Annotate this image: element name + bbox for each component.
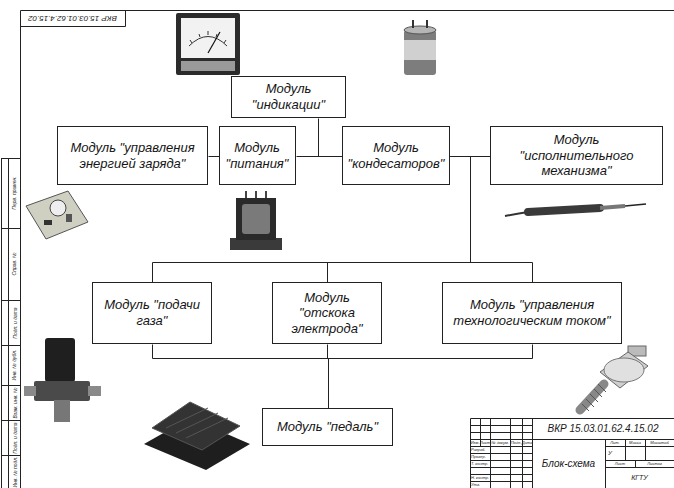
ammeter-base xyxy=(181,61,235,71)
connector-line xyxy=(319,119,343,157)
module-name: Модуль "питания" xyxy=(224,140,291,171)
transformer-core xyxy=(236,198,276,240)
title-block-cell: Изм. xyxy=(471,441,480,445)
module-box: Модуль "индикации" xyxy=(231,76,346,117)
title-block-cell: Т. контр. xyxy=(471,462,488,466)
board-component xyxy=(66,214,72,222)
valve-fitting xyxy=(54,400,70,422)
board-knob xyxy=(50,200,66,216)
thyristor-thread xyxy=(582,384,606,411)
title-block-cell: № докум. xyxy=(491,441,509,445)
valve-body xyxy=(34,381,90,401)
title-block-cell: Подп. xyxy=(511,441,522,445)
title-block-cell: Н. контр. xyxy=(471,476,489,480)
module-box: Модуль "питания" xyxy=(219,126,296,185)
margin-stamp: Инв. № подл. xyxy=(12,456,17,487)
drawing-frame xyxy=(21,11,674,488)
valve-coil xyxy=(45,338,75,382)
margin-stamp-grid xyxy=(2,158,21,488)
thyristor-cap xyxy=(604,358,644,382)
ammeter-face xyxy=(181,18,235,58)
torch-nozzle xyxy=(600,206,625,208)
module-name: Модуль "кондесаторов" xyxy=(347,140,445,171)
transformer-leads xyxy=(246,191,266,198)
valve-fitting xyxy=(24,386,36,396)
margin-stamp: Перв. примен. xyxy=(12,176,17,209)
module-name: Модуль "исполнительного механизма" xyxy=(495,132,658,179)
connector-line xyxy=(153,345,329,409)
title-block-cell: Разраб. xyxy=(471,448,485,452)
control-board xyxy=(26,191,88,239)
module-name: Модуль "управления энергией заряда" xyxy=(62,140,203,171)
torch-electrode xyxy=(625,204,646,206)
module-name: Модуль "управления технологическим током… xyxy=(447,297,617,328)
title-block-cell: Лист xyxy=(615,462,625,466)
title-block-cell: Дата xyxy=(522,441,533,445)
module-box: Модуль "управления технологическим током… xyxy=(442,282,622,344)
margin-stamp: Инв. № дубл. xyxy=(12,350,17,381)
torch-handle xyxy=(528,208,600,212)
title-block-cell: Лист xyxy=(480,441,490,445)
title-block-cell: Масштаб xyxy=(650,441,669,445)
margin-stamp: Взам. инв. № xyxy=(12,387,17,418)
module-box: Модуль "кондесаторов" xyxy=(342,126,450,185)
title-block-cell: У xyxy=(608,450,612,456)
title-block-cell: Листов xyxy=(647,462,662,466)
connector-line xyxy=(329,345,533,409)
capacitor-terminals xyxy=(413,20,427,28)
module-name: Модуль "отскока электрода" xyxy=(277,290,377,337)
module-box: Модуль "управления энергией заряда" xyxy=(57,126,208,185)
pedal-top xyxy=(152,402,240,450)
valve-fitting xyxy=(88,386,101,396)
doc-code-stamp: ВКР 15.03.01.62.4.15.02 xyxy=(28,14,117,22)
ammeter-needle xyxy=(208,32,220,53)
document-title: Блок-схема xyxy=(542,459,595,469)
module-box: Модуль "отскока электрода" xyxy=(272,282,382,344)
board-component xyxy=(44,220,52,225)
title-block-cell: Лит. xyxy=(610,441,619,445)
transformer-coil xyxy=(242,204,270,234)
margin-stamp: Справ. № xyxy=(12,253,17,276)
capacitor-body xyxy=(404,30,436,75)
title-block-grid xyxy=(470,418,674,488)
title-block-cell: Утв. xyxy=(471,483,480,487)
capacitor-top xyxy=(404,26,436,34)
margin-stamp: Подп. и дата xyxy=(12,422,17,453)
pedal-ribs xyxy=(166,408,228,438)
module-box: Модуль "подачи газа" xyxy=(92,282,212,344)
margin-stamp: Подп. и дата xyxy=(12,307,17,338)
module-box: Модуль "исполнительного механизма" xyxy=(490,126,663,185)
ammeter-body xyxy=(176,13,240,75)
title-block-cell: Провер. xyxy=(471,455,486,459)
title-block-cell: Масса xyxy=(629,441,641,445)
module-name: Модуль "подачи газа" xyxy=(97,297,207,328)
organization-name: КГТУ xyxy=(631,474,648,481)
ammeter-scale xyxy=(189,37,227,47)
document-code: ВКР 15.03.01.62.4.15.02 xyxy=(548,424,659,434)
module-name: Модуль "индикации" xyxy=(236,81,341,112)
module-box: Модуль "педаль" xyxy=(262,408,393,446)
module-name: Модуль "педаль" xyxy=(267,419,388,435)
capacitor-band xyxy=(404,40,436,60)
ammeter-ticks xyxy=(190,31,226,43)
